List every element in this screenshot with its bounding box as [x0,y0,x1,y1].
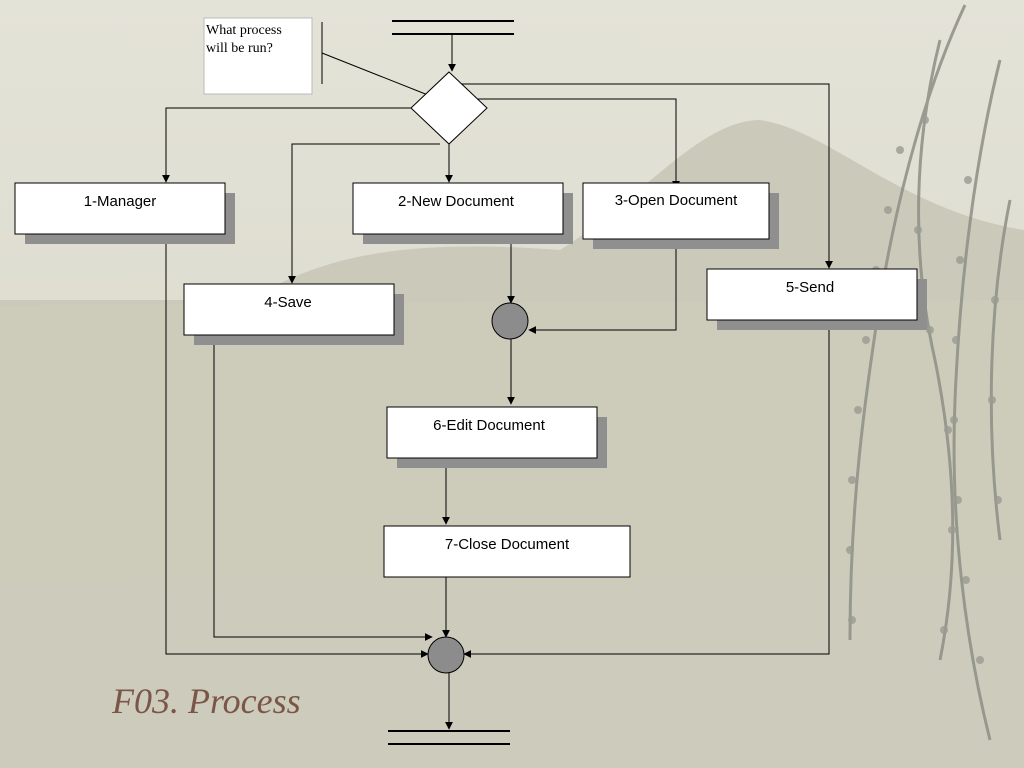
node-send-label: 5-Send [786,279,834,296]
decision-note: What process will be run? [203,17,434,98]
flow-to-manager [162,107,412,183]
flow-to-save [288,143,440,284]
node-close-document: 7-Close Document [383,525,631,578]
flow-manager-to-final-merge [165,238,429,658]
merge-node [491,302,529,340]
node-open-document: 3-Open Document [582,182,779,249]
flow-save-to-final-merge [213,344,433,641]
node-save-label: 4-Save [264,294,312,311]
note-connector [321,52,434,98]
flow-to-send [460,83,833,269]
node-edit-document: 6-Edit Document [386,406,607,468]
end-bar [388,730,510,745]
node-new-document-label: 2-New Document [398,193,515,210]
decision-diamond [410,71,488,145]
node-manager: 1-Manager [14,182,235,244]
node-open-document-label: 3-Open Document [615,192,738,209]
node-close-document-label: 7-Close Document [445,536,570,553]
slide-title: F03. Process [112,681,301,721]
final-merge-node [427,636,465,674]
node-send: 5-Send [706,268,927,330]
start-bar [392,20,514,35]
node-save: 4-Save [183,283,404,345]
note-line-1: What process [206,23,282,38]
node-edit-document-label: 6-Edit Document [433,417,546,434]
flow-send-to-final-merge [463,330,830,658]
node-manager-label: 1-Manager [84,193,157,210]
flow-open-to-merge [528,244,677,334]
flow-to-open-document [470,98,680,189]
node-new-document: 2-New Document [352,182,573,244]
note-line-2: will be run? [206,41,273,56]
